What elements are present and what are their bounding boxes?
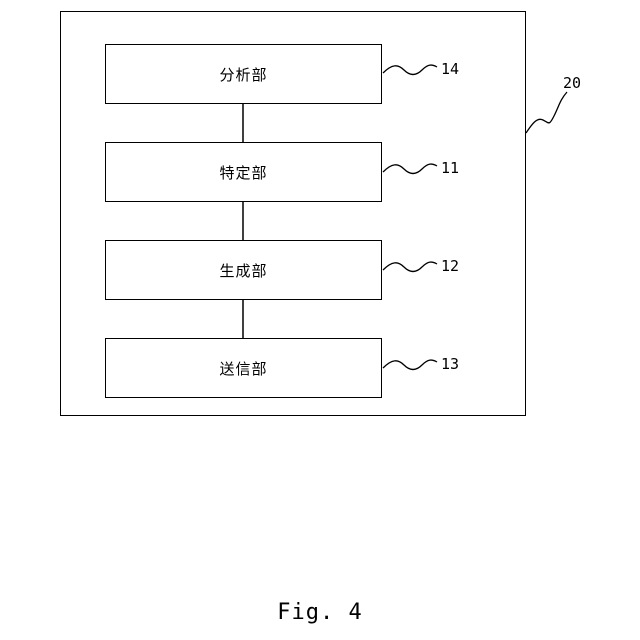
ref-label-20: 20 xyxy=(563,74,581,92)
block-identify-label: 特定部 xyxy=(219,162,267,183)
leader-13 xyxy=(383,360,437,369)
leader-11 xyxy=(383,164,437,173)
block-generate: 生成部 xyxy=(105,240,382,300)
block-generate-label: 生成部 xyxy=(219,260,267,281)
block-analysis-label: 分析部 xyxy=(219,64,267,85)
block-send: 送信部 xyxy=(105,338,382,398)
leader-12 xyxy=(383,262,437,271)
block-identify: 特定部 xyxy=(105,142,382,202)
leader-14 xyxy=(383,65,437,74)
ref-label-13: 13 xyxy=(441,355,459,373)
ref-label-12: 12 xyxy=(441,257,459,275)
ref-label-11: 11 xyxy=(441,159,459,177)
leader-20 xyxy=(526,92,567,133)
block-send-label: 送信部 xyxy=(219,358,267,379)
figure-caption: Fig. 4 xyxy=(0,600,640,625)
block-analysis: 分析部 xyxy=(105,44,382,104)
ref-label-14: 14 xyxy=(441,60,459,78)
